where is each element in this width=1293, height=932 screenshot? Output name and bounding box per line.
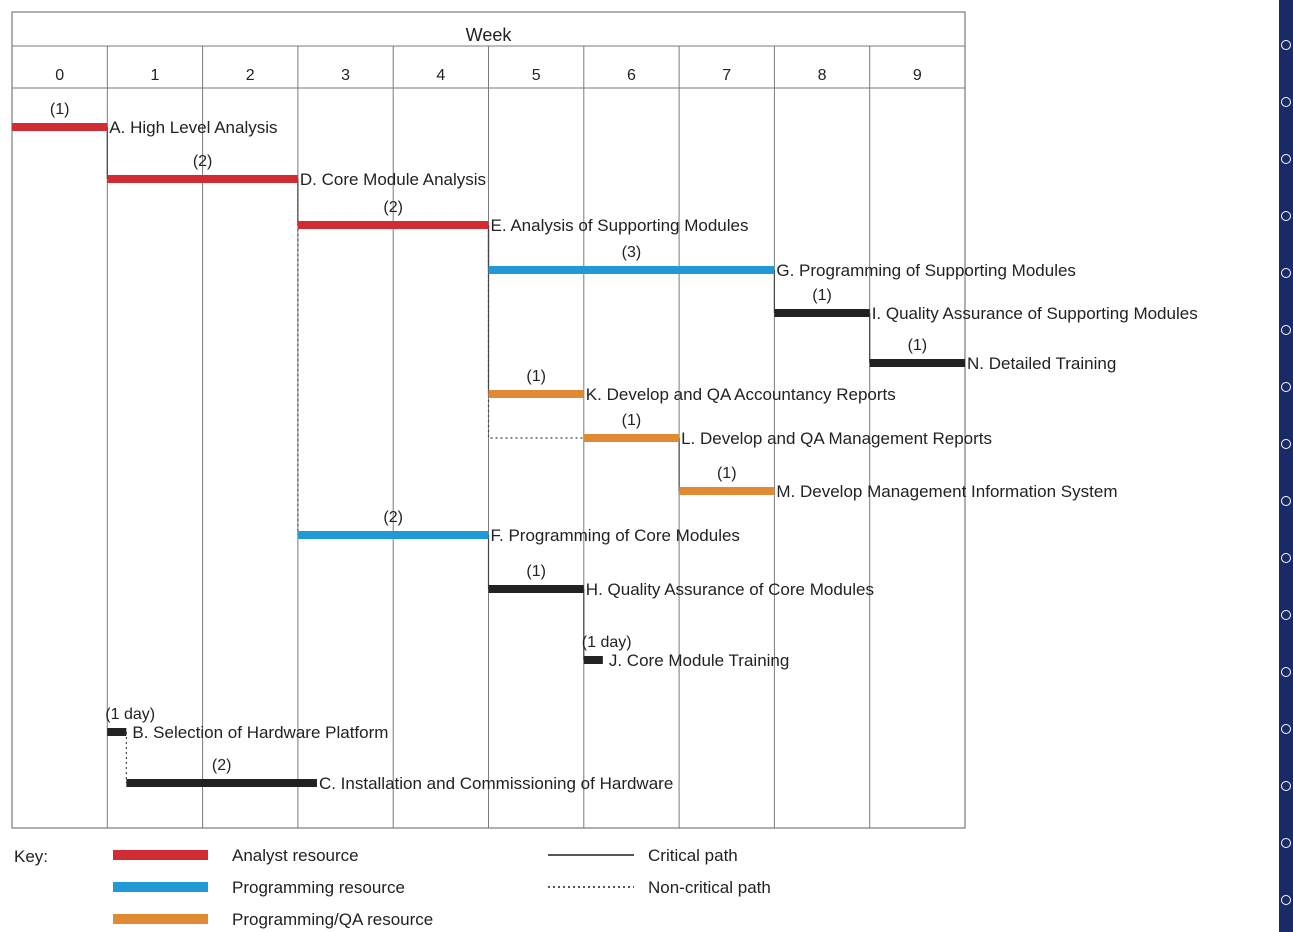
week-tick-label: 9 xyxy=(913,67,922,84)
border-ornament xyxy=(1281,496,1291,506)
week-tick-label: 1 xyxy=(150,67,159,84)
chart-header: Week 0 1 2 3 4 5 6 7 8 9 xyxy=(55,25,922,84)
week-header-label: Week xyxy=(466,25,513,45)
task-bars xyxy=(12,123,965,787)
task-bar-D xyxy=(107,175,298,183)
task-label-B: B. Selection of Hardware Platform xyxy=(132,723,388,742)
border-ornament xyxy=(1281,97,1291,107)
duration-label-L: (1) xyxy=(622,412,642,429)
duration-label-J: (1 day) xyxy=(582,634,632,651)
task-label-I: I. Quality Assurance of Supporting Modul… xyxy=(872,304,1198,323)
duration-label-B: (1 day) xyxy=(105,706,155,723)
duration-label-M: (1) xyxy=(717,465,737,482)
border-ornament xyxy=(1281,211,1291,221)
duration-label-F: (2) xyxy=(383,509,403,526)
week-tick-label: 3 xyxy=(341,67,350,84)
week-tick-label: 2 xyxy=(246,67,255,84)
task-label-K: K. Develop and QA Accountancy Reports xyxy=(586,385,896,404)
decorative-border xyxy=(1279,0,1293,932)
task-label-J: J. Core Module Training xyxy=(609,651,789,670)
task-bar-L xyxy=(583,434,680,442)
key-path-label-dotted: Non-critical path xyxy=(648,878,771,897)
task-label-C: C. Installation and Commissioning of Har… xyxy=(319,774,673,793)
task-label-F: F. Programming of Core Modules xyxy=(491,526,740,545)
duration-label-H: (1) xyxy=(526,563,546,580)
key-title: Key: xyxy=(14,847,48,866)
dependency-lines xyxy=(106,127,871,783)
task-bar-B xyxy=(107,728,127,736)
week-tick-label: 8 xyxy=(818,67,827,84)
duration-label-A: (1) xyxy=(50,101,70,118)
duration-label-N: (1) xyxy=(908,337,928,354)
key-swatch-programming xyxy=(113,882,208,892)
task-label-M: M. Develop Management Information System xyxy=(776,482,1117,501)
border-ornament xyxy=(1281,382,1291,392)
task-bar-E xyxy=(297,221,489,229)
key-label-analyst: Analyst resource xyxy=(232,846,359,865)
task-label-N: N. Detailed Training xyxy=(967,354,1116,373)
task-bar-H xyxy=(488,585,584,593)
border-ornament xyxy=(1281,724,1291,734)
key-label-programming_qa: Programming/QA resource xyxy=(232,910,433,929)
task-bar-F xyxy=(297,531,489,539)
task-label-E: E. Analysis of Supporting Modules xyxy=(491,216,749,235)
task-label-G: G. Programming of Supporting Modules xyxy=(776,261,1076,280)
duration-label-D: (2) xyxy=(193,153,213,170)
border-ornament xyxy=(1281,781,1291,791)
task-bar-I xyxy=(774,309,870,317)
task-bar-J xyxy=(583,656,603,664)
task-bar-N xyxy=(869,359,965,367)
task-bar-M xyxy=(679,487,775,495)
duration-label-E: (2) xyxy=(383,199,403,216)
task-label-A: A. High Level Analysis xyxy=(109,118,277,137)
task-label-H: H. Quality Assurance of Core Modules xyxy=(586,580,874,599)
week-tick-label: 4 xyxy=(436,67,445,84)
week-tick-label: 6 xyxy=(627,67,636,84)
task-label-D: D. Core Module Analysis xyxy=(300,170,486,189)
key-swatch-programming_qa xyxy=(113,914,208,924)
border-ornament xyxy=(1281,40,1291,50)
key-path-label-solid: Critical path xyxy=(648,846,738,865)
dependency-E-L xyxy=(487,225,584,439)
border-ornament xyxy=(1281,439,1291,449)
week-tick-label: 0 xyxy=(55,67,64,84)
key-label-programming: Programming resource xyxy=(232,878,405,897)
border-ornament xyxy=(1281,553,1291,563)
week-tick-label: 5 xyxy=(532,67,541,84)
duration-label-C: (2) xyxy=(212,757,232,774)
border-ornament xyxy=(1281,268,1291,278)
duration-label-I: (1) xyxy=(812,287,832,304)
task-bar-K xyxy=(488,390,584,398)
border-ornament xyxy=(1281,154,1291,164)
duration-label-K: (1) xyxy=(526,368,546,385)
border-ornament xyxy=(1281,895,1291,905)
border-ornament xyxy=(1281,838,1291,848)
border-ornament xyxy=(1281,610,1291,620)
duration-label-G: (3) xyxy=(622,244,642,261)
week-tick-label: 7 xyxy=(722,67,731,84)
task-bar-C xyxy=(126,779,317,787)
border-ornament xyxy=(1281,325,1291,335)
border-ornament xyxy=(1281,667,1291,677)
task-bar-A xyxy=(12,123,108,131)
task-labels: (1) A. High Level Analysis (2) D. Core Modu… xyxy=(50,101,1198,793)
key-swatch-analyst xyxy=(113,850,208,860)
task-bar-G xyxy=(488,266,775,274)
task-label-L: L. Develop and QA Management Reports xyxy=(681,429,992,448)
